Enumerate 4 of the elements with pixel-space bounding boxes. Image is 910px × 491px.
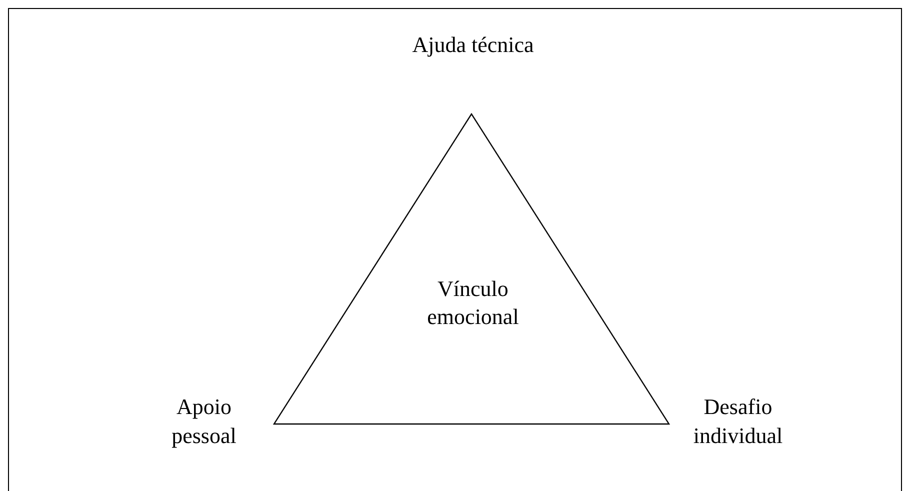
center-label: Vínculo emocional [426,275,520,331]
vertex-label: Apoio pessoal [170,393,238,450]
vertex-label: Desafio individual [692,393,784,450]
vertex-label: Ajuda técnica [411,31,535,59]
